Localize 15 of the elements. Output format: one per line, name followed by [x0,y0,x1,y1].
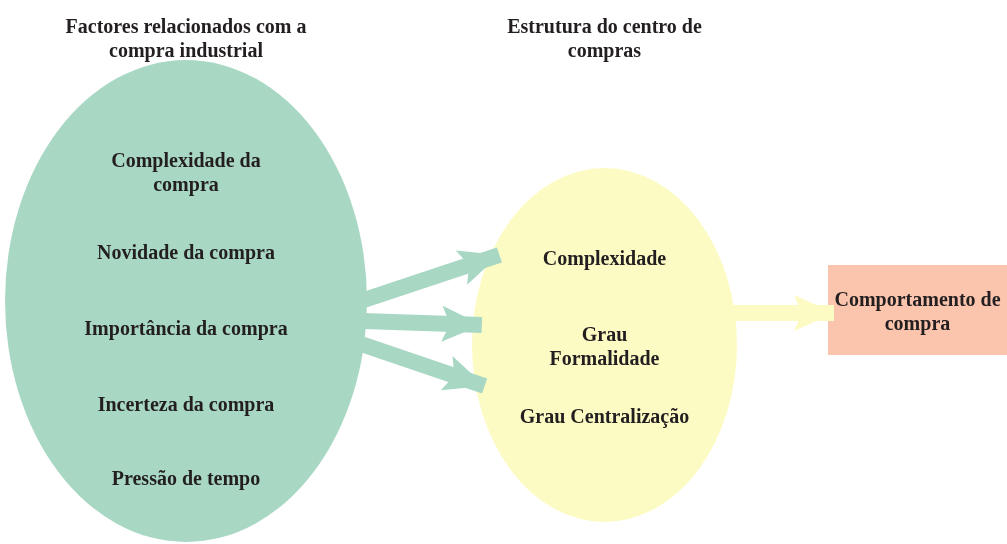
item-label: Grau Formalidade [548,322,661,370]
column-heading: Estrutura do centro de compras [506,14,703,62]
block-arrow [731,295,834,331]
item-label: Pressão de tempo [110,466,262,490]
item-label: Novidade da compra [96,240,276,264]
item-label: Importância da compra [83,316,289,340]
block-arrow [363,305,483,342]
item-label: Complexidade da compra [110,148,262,196]
item-label: Complexidade [541,246,668,270]
result-box [828,265,1007,355]
column-heading: Factores relacionados com a compra industrial [64,14,308,62]
item-label: Grau Centralização [518,404,691,428]
factor-ellipse [472,168,737,522]
item-label: Incerteza da compra [96,392,276,416]
item-label: Comportamento de compra [833,287,1002,335]
